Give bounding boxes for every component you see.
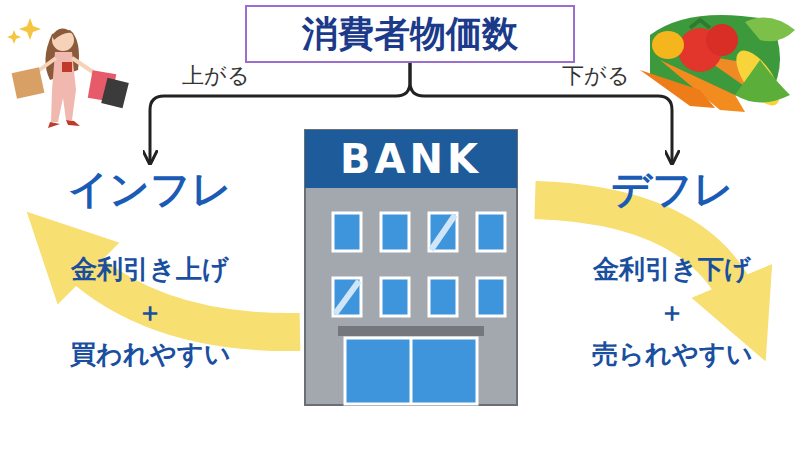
effect-text: 売られやすい	[592, 340, 753, 370]
edge-label: 上がる	[180, 64, 252, 88]
effect-text: 買われやすい	[70, 340, 231, 370]
yellow-arrow-right	[535, 200, 742, 305]
effect-text: 金利引き上げ	[71, 255, 229, 285]
shopping-woman	[7, 18, 129, 128]
plus-sign: ＋	[137, 298, 163, 328]
inflation-heading: インフレ	[68, 166, 232, 212]
edge-label: 下がる	[560, 64, 632, 88]
yellow-arrow-left	[70, 255, 300, 332]
effect-text: 金利引き下げ	[593, 255, 751, 285]
node-text: インフレ	[68, 166, 232, 212]
bank-sign: BANK	[340, 136, 482, 182]
plus-sign: ＋	[659, 298, 685, 328]
title-box: 消費者物価数	[245, 5, 575, 63]
bank-building	[305, 130, 517, 405]
node-text: 消費者物価数	[302, 13, 518, 54]
node-text: デフレ	[611, 166, 734, 212]
deflation-heading: デフレ	[611, 166, 734, 212]
